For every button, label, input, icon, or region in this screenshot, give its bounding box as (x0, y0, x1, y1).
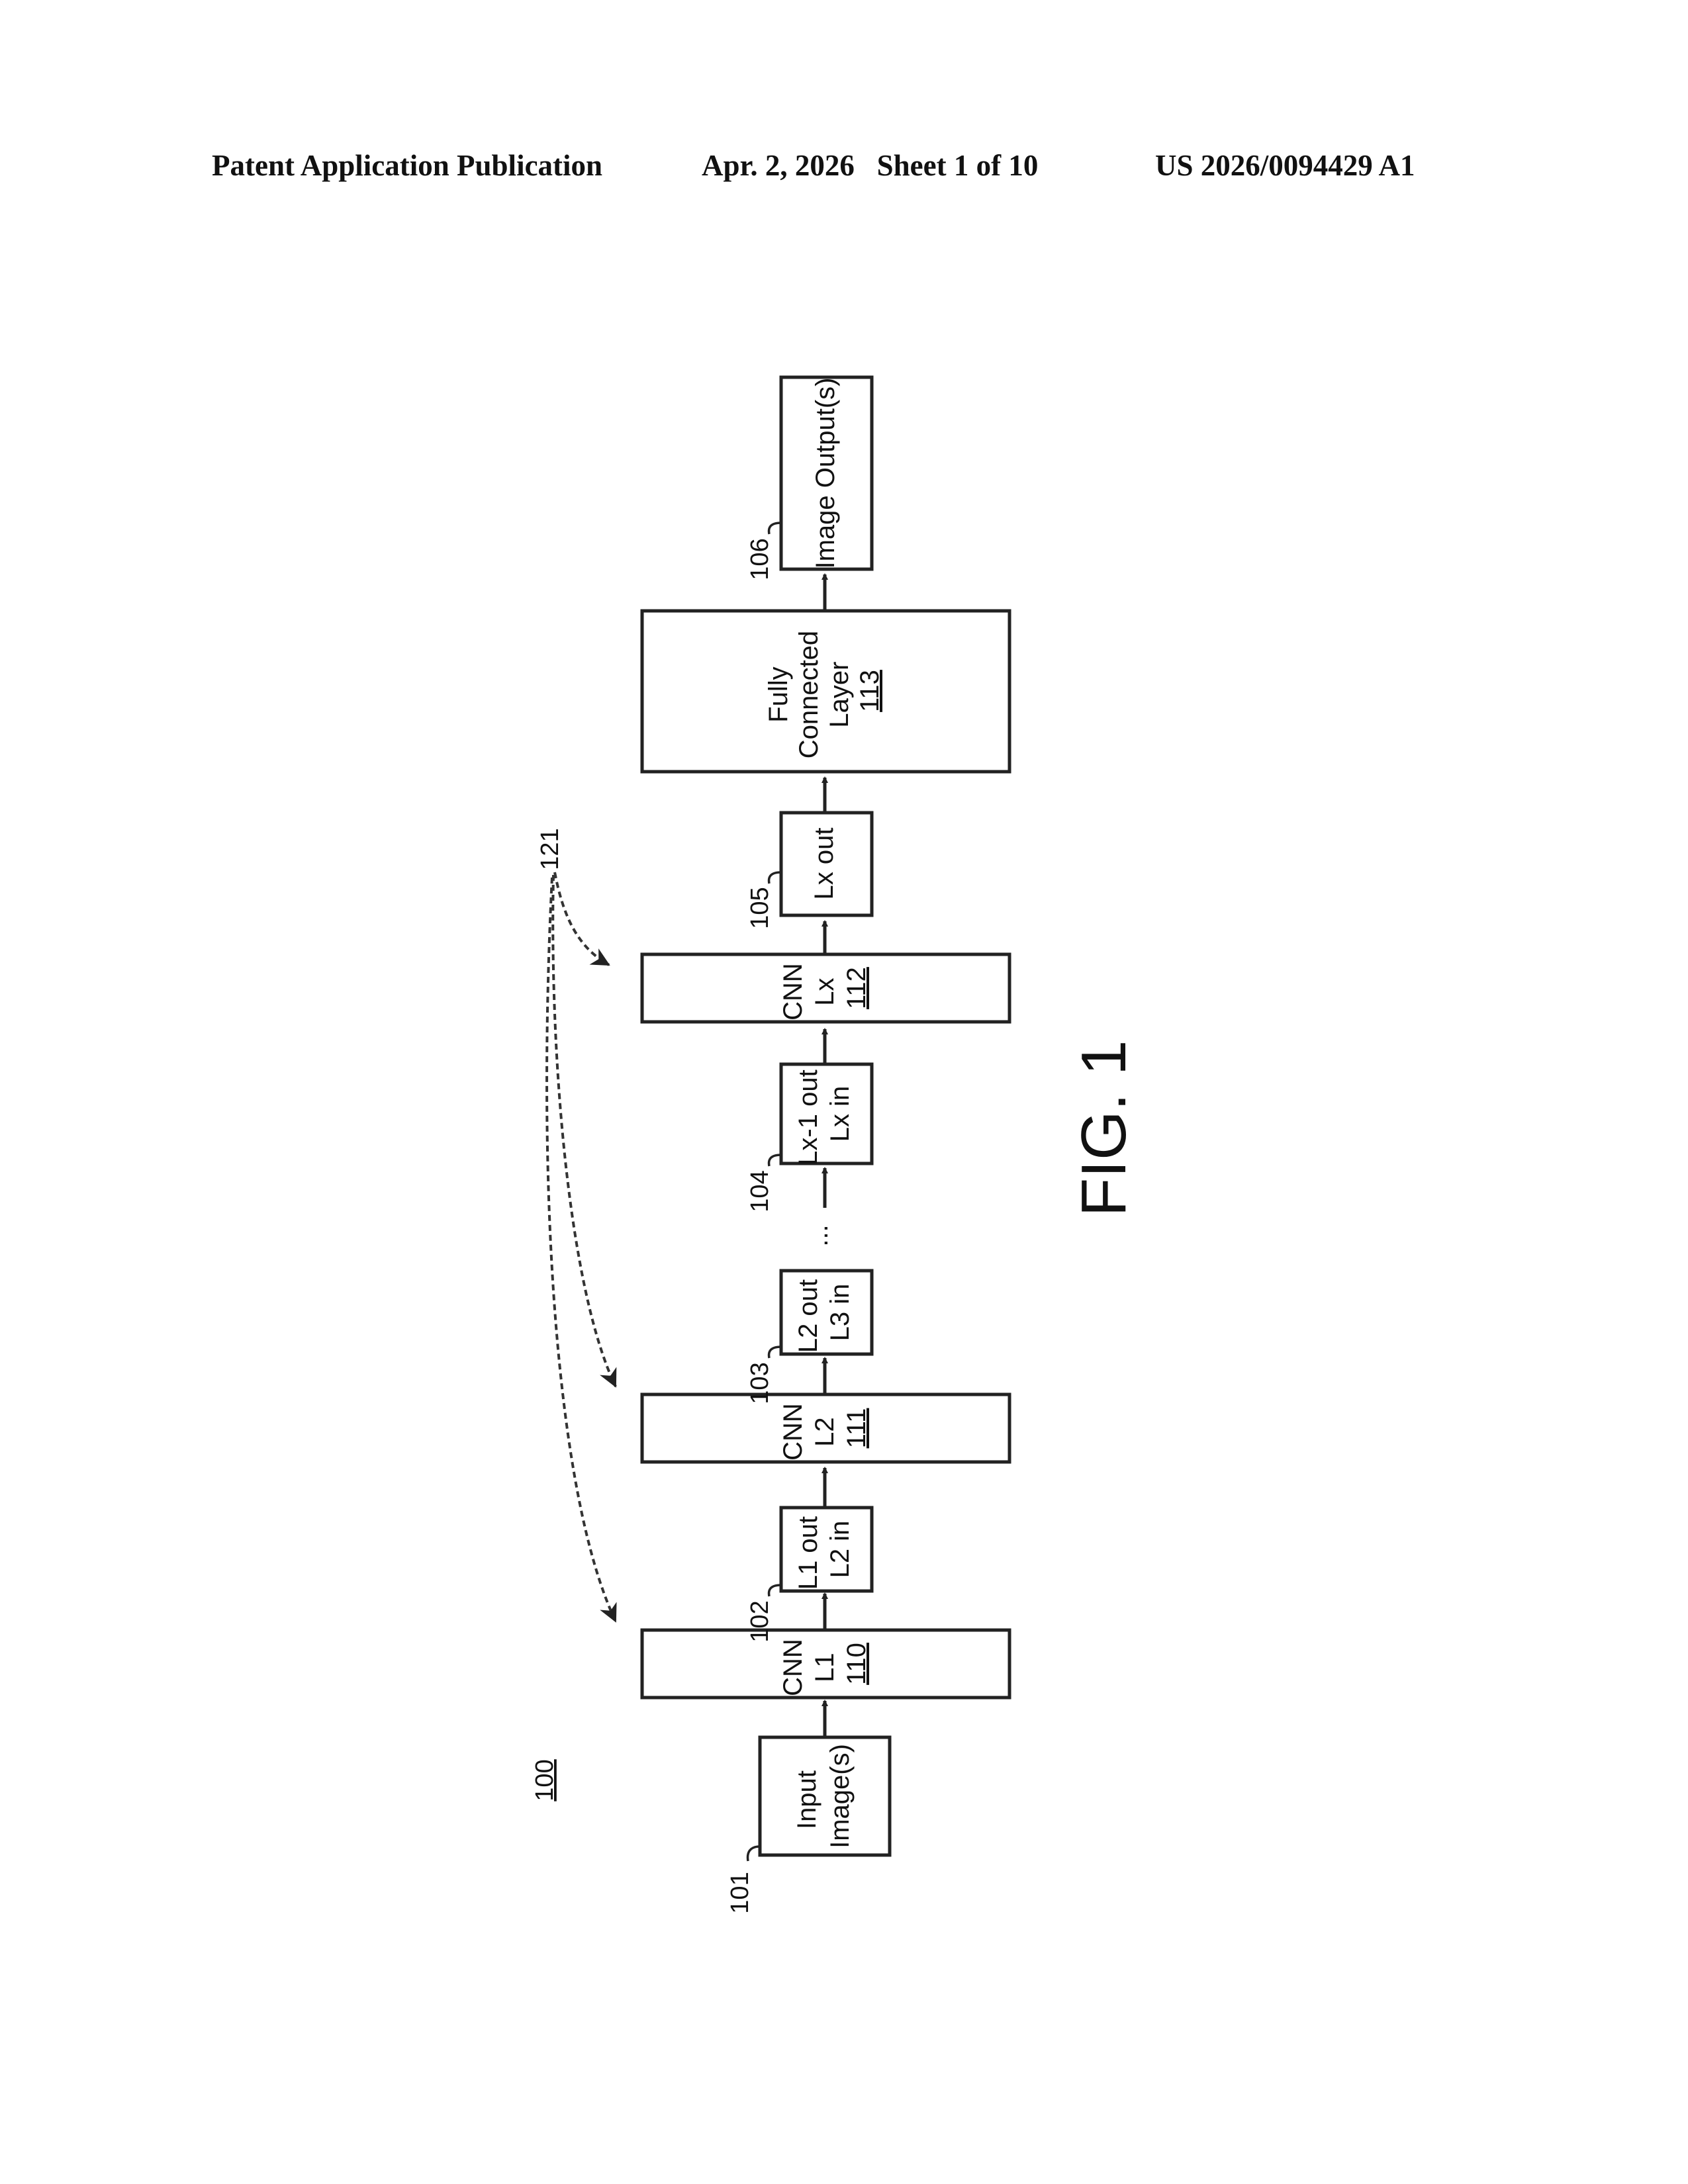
fc-line1: Fully (764, 666, 793, 722)
input-images-line1: Input (792, 1770, 821, 1829)
ref-104: 104 (746, 1170, 774, 1212)
l2-out-line2: L3 in (825, 1284, 855, 1342)
lx-1-out-line2: Lx in (825, 1086, 855, 1142)
lx-1-out-line1: Lx-1 out (794, 1069, 823, 1165)
leader-103 (769, 1347, 781, 1358)
ref-121: 121 (536, 828, 564, 870)
input-images-block (760, 1737, 890, 1855)
date-and-sheet: Apr. 2, 2026 Sheet 1 of 10 (702, 149, 1038, 182)
leader-106 (769, 523, 781, 534)
leader-104 (769, 1155, 781, 1166)
cnn-l2-line2: L2 (810, 1417, 839, 1447)
fc-number: 113 (855, 670, 884, 712)
l2-out-line1: L2 out (794, 1279, 823, 1353)
l1-out-line1: L1 out (794, 1516, 823, 1590)
leader-101 (748, 1846, 760, 1861)
l1-out-line2: L2 in (825, 1521, 855, 1578)
cnn-l1-number: 110 (842, 1643, 871, 1685)
dashed-arrow-to-cnn-l1 (547, 878, 616, 1621)
ref-100: 100 (531, 1759, 559, 1801)
svg-text:100: 100 (531, 1759, 559, 1801)
dashed-arrow-to-cnn-l2 (553, 875, 616, 1387)
lx-out-line1: Lx out (810, 828, 839, 900)
ellipsis: ... (804, 1224, 833, 1246)
dashed-arrow-to-cnn-lx (555, 872, 609, 965)
publication-number: US 2026/0094429 A1 (1155, 149, 1415, 182)
ref-102: 102 (746, 1600, 774, 1642)
ref-101: 101 (726, 1872, 754, 1913)
input-images-line2: Image(s) (825, 1744, 855, 1848)
ref-105: 105 (746, 887, 774, 929)
leader-105 (769, 872, 781, 884)
cnn-l1-line2: L1 (810, 1653, 839, 1682)
ref-106: 106 (746, 538, 774, 580)
ref-103: 103 (746, 1362, 774, 1404)
image-output-line1: Image Output(s) (811, 377, 840, 569)
cnn-lx-line2: Lx (810, 978, 839, 1005)
leader-102 (769, 1585, 781, 1596)
fc-line3: Layer (825, 662, 854, 728)
fc-line2: Connected (794, 631, 823, 758)
cnn-l1-line1: CNN (778, 1639, 808, 1696)
publication-title: Patent Application Publication (212, 149, 602, 182)
figure-label: FIG. 1 (1068, 1040, 1139, 1217)
cnn-l2-line1: CNN (778, 1403, 808, 1461)
cnn-lx-line1: CNN (778, 963, 808, 1021)
cnn-l2-number: 111 (842, 1408, 871, 1449)
cnn-lx-number: 112 (842, 967, 871, 1009)
